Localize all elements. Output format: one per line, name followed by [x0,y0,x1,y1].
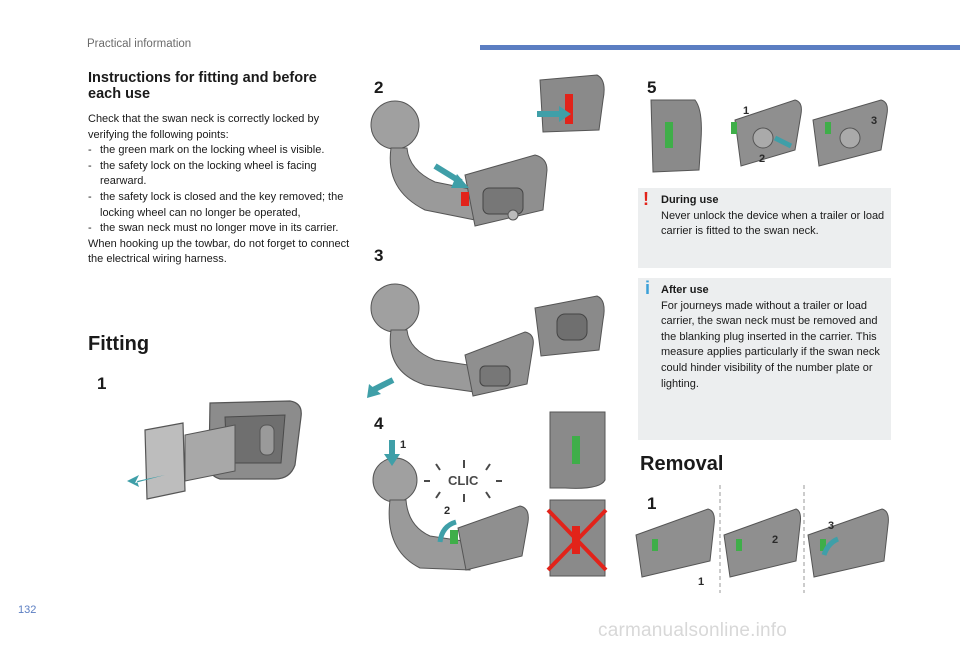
check-item: -the safety lock on the locking wheel is… [88,159,317,188]
step-number-4: 4 [374,414,384,433]
step-number-3: 3 [374,246,384,265]
step-number-1: 1 [97,374,107,393]
watermark: carmanualsonline.info [598,620,788,641]
step2-illustration [370,74,605,227]
step5-illustration: 1 2 3 [650,99,888,173]
removal-heading: Removal [640,453,724,475]
callout-label: 3 [828,520,834,532]
fitting-heading: Fitting [88,333,150,355]
removal-illustration: 1 2 3 [635,485,889,593]
note-title: During use [661,194,719,206]
callout-label: 3 [871,115,877,127]
step4-illustration: 1 2 CLIC [372,411,608,577]
check-item: -the green mark on the locking wheel is … [88,144,325,157]
intro-text: Check that the swan neck is correctly lo… [88,113,320,141]
step-number-2: 2 [374,78,384,97]
after-use-note: i After use For journeys made without a … [638,278,891,440]
removal-step-number-1: 1 [647,494,657,513]
section-title: Practical information [87,38,192,50]
callout-label: 2 [759,153,765,165]
callout-label: 2 [444,505,450,517]
warning-icon: ! [643,189,649,209]
step3-illustration [367,283,605,398]
clic-label: CLIC [448,473,479,488]
page-number: 132 [18,604,37,616]
note-text: For journeys made without a trailer or l… [661,299,880,390]
closing-text: When hooking up the towbar, do not forge… [88,237,350,266]
note-text: Never unlock the device when a trailer o… [661,209,885,238]
step-number-5: 5 [647,78,657,97]
during-use-note: ! During use Never unlock the device whe… [638,188,891,268]
arrow-icon [127,475,165,487]
header-bar [480,45,960,50]
note-title: After use [661,284,709,296]
callout-label: 1 [743,105,749,117]
instructions-body: Check that the swan neck is correctly lo… [88,112,350,268]
info-icon: i [645,278,651,298]
instructions-heading: Instructions for fitting and before each… [88,70,317,102]
callout-label: 2 [772,534,778,546]
check-item: -the safety lock is closed and the key r… [88,190,344,219]
callout-label: 1 [698,576,704,588]
check-item: -the swan neck must no longer move in it… [88,222,339,235]
callout-label: 1 [400,439,406,451]
step1-illustration [127,400,302,500]
